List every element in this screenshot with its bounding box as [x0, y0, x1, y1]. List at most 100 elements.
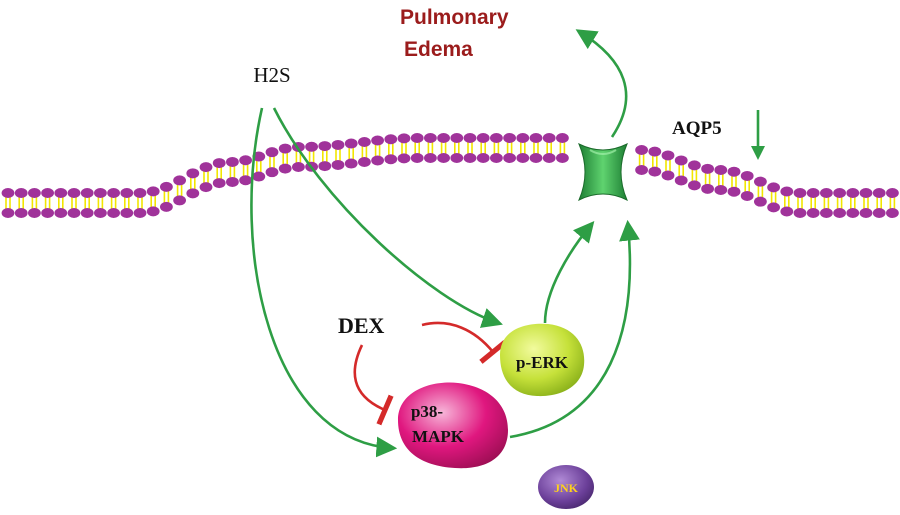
lipid-head — [278, 143, 292, 154]
lipid-head — [833, 188, 846, 198]
lipid-head — [160, 201, 173, 212]
perk-label: p-ERK — [516, 353, 569, 372]
lipid-head — [490, 153, 503, 163]
lipid-head — [490, 133, 503, 143]
outcome-label-line1: Pulmonary — [400, 6, 509, 29]
lipid-head — [67, 188, 81, 198]
lipid-head — [94, 188, 107, 198]
lipid-head — [133, 208, 147, 218]
lipid-head — [767, 182, 780, 193]
lipid-head — [740, 170, 754, 181]
lipid-head — [54, 208, 68, 218]
lipid-head — [754, 196, 767, 207]
lipid-head — [226, 156, 239, 167]
lipid-head — [199, 162, 213, 173]
lipid-head — [886, 208, 899, 218]
aqp5-to-edema-arrow — [575, 29, 628, 138]
dex-inhibits-perk-line — [421, 321, 507, 364]
lipid-head — [186, 168, 200, 179]
lipid-head — [344, 158, 358, 169]
lipid-head — [252, 151, 266, 162]
lipid-head — [146, 206, 160, 217]
lipid-head — [635, 165, 648, 176]
h2s-to-perk-arrow — [272, 107, 503, 328]
lipid-head — [754, 176, 767, 187]
lipid-head — [318, 141, 332, 152]
lipid-head — [674, 155, 688, 166]
lipid-head — [529, 133, 543, 143]
lipid-head — [344, 138, 358, 149]
lipid-head — [133, 188, 147, 198]
lipid-head — [80, 208, 94, 218]
lipid-head — [186, 188, 200, 199]
lipid-head — [516, 153, 530, 163]
lipid-head — [674, 175, 688, 186]
lipid-head — [331, 159, 345, 170]
lipid-head — [199, 182, 213, 193]
aqp5-channel-icon — [578, 142, 628, 202]
lipid-head — [463, 133, 477, 143]
lipid-head — [714, 165, 728, 176]
lipid-head — [780, 206, 794, 217]
lipid-head — [54, 188, 68, 198]
lipid-head — [872, 188, 886, 198]
lipid-head — [503, 153, 516, 163]
lipid-head — [358, 156, 371, 167]
dex-inhibits-p38-line — [353, 344, 394, 426]
jnk-node: JNK — [538, 465, 594, 509]
lipid-head — [450, 133, 464, 143]
lipid-head — [542, 153, 556, 163]
lipid-head — [688, 180, 701, 191]
lipid-head — [265, 147, 279, 158]
lipid-head — [740, 190, 754, 201]
lipid-head — [226, 176, 239, 187]
lipid-head — [160, 181, 173, 192]
lipid-head — [820, 188, 833, 198]
lipid-head — [688, 160, 701, 171]
lipid-head — [239, 175, 253, 186]
h2s-label: H2S — [253, 63, 290, 87]
lipid-head — [437, 153, 450, 163]
lipid-head — [886, 188, 899, 198]
lipid-head — [358, 136, 371, 147]
lipid-head — [67, 208, 81, 218]
lipid-head — [410, 133, 424, 144]
lipid-head — [556, 133, 569, 144]
lipid-head — [846, 188, 860, 198]
lipid-head — [331, 139, 345, 150]
p38-mapk-node: p38- MAPK — [398, 382, 508, 469]
lipid-head — [820, 208, 833, 218]
lipid-head — [173, 195, 187, 206]
lipid-head — [476, 133, 490, 143]
lipid-head — [80, 188, 94, 198]
lipid-head — [14, 188, 28, 198]
lipid-head — [107, 188, 120, 198]
cell-membrane — [1, 133, 899, 218]
lipid-head — [41, 208, 54, 218]
lipid-head — [120, 188, 134, 198]
lipid-head — [701, 183, 714, 194]
lipid-head — [648, 166, 662, 177]
p38-to-aqp5-arrow — [509, 219, 640, 439]
h2s-to-p38-arrow — [250, 107, 398, 458]
lipid-head — [450, 153, 464, 163]
lipid-head — [107, 208, 120, 218]
lipid-head — [806, 188, 820, 198]
down-arrow-icon — [751, 110, 765, 160]
lipid-head — [793, 208, 807, 218]
lipid-head — [648, 146, 662, 157]
lipid-head — [384, 134, 398, 145]
lipid-head — [767, 202, 780, 213]
lipid-head — [846, 208, 860, 218]
p38-label-line2: MAPK — [412, 427, 465, 446]
lipid-head — [437, 133, 450, 143]
lipid-head — [727, 166, 741, 177]
dex-label: DEX — [338, 313, 385, 338]
lipid-head — [384, 154, 398, 165]
lipid-head — [529, 153, 543, 163]
lipid-head — [212, 178, 226, 189]
lipid-head — [476, 153, 490, 163]
lipid-head — [278, 163, 292, 174]
lipid-head — [292, 162, 305, 173]
